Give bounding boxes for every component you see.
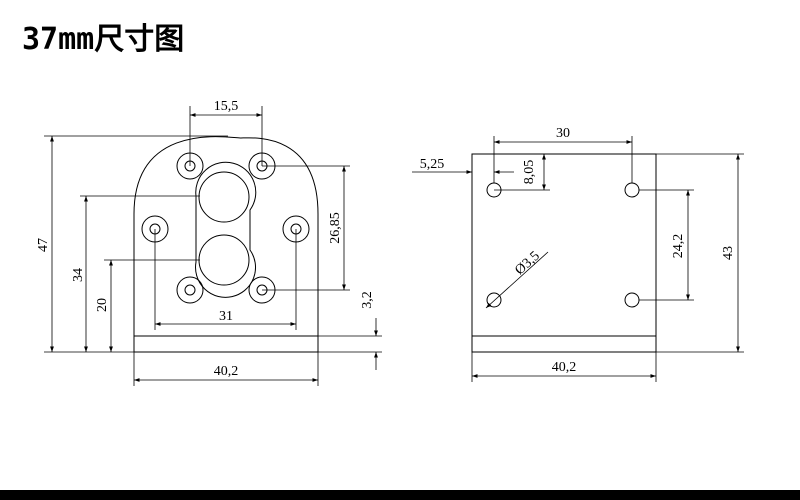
side-hole-bot-left — [486, 292, 502, 308]
dim-31: 31 — [219, 309, 233, 324]
dim-24-2: 24,2 — [671, 234, 686, 259]
hole-bot-left-outer — [176, 276, 204, 304]
boss-lower — [198, 234, 250, 286]
dim-26-85: 26,85 — [328, 212, 343, 244]
dim-40-2-right: 40,2 — [552, 360, 577, 375]
dim-40-2-left: 40,2 — [214, 364, 239, 379]
dim-43: 43 — [721, 246, 736, 260]
bracket-base-flange — [133, 335, 319, 353]
right-view: 30 5,25 8,05 24,2 43 Ø3,5 40,2 — [412, 126, 744, 382]
dim-phi-3-5: Ø3,5 — [512, 249, 543, 279]
side-plate-base — [471, 335, 657, 353]
mounting-holes — [141, 152, 310, 304]
side-hole-top-right — [624, 182, 640, 198]
dim-47: 47 — [36, 238, 51, 252]
dim-30: 30 — [556, 126, 570, 141]
bracket-plate-outline — [133, 136, 319, 336]
hole-bot-left-inner — [184, 284, 196, 296]
left-view: 15,5 47 34 20 26,85 31 3,2 40, — [36, 99, 382, 386]
dim-5-25: 5,25 — [420, 157, 445, 172]
side-plate-outline — [471, 153, 657, 337]
center-slot — [195, 161, 257, 298]
dim-15-5: 15,5 — [214, 99, 239, 114]
dim-8-05: 8,05 — [522, 160, 537, 185]
dim-34: 34 — [71, 268, 86, 282]
page-title: 37mm尺寸图 — [22, 22, 185, 57]
bottom-bar — [0, 490, 800, 500]
boss-upper — [198, 171, 250, 223]
dim-3-2: 3,2 — [360, 291, 375, 309]
side-hole-bot-right — [624, 292, 640, 308]
dim-20: 20 — [95, 298, 110, 312]
